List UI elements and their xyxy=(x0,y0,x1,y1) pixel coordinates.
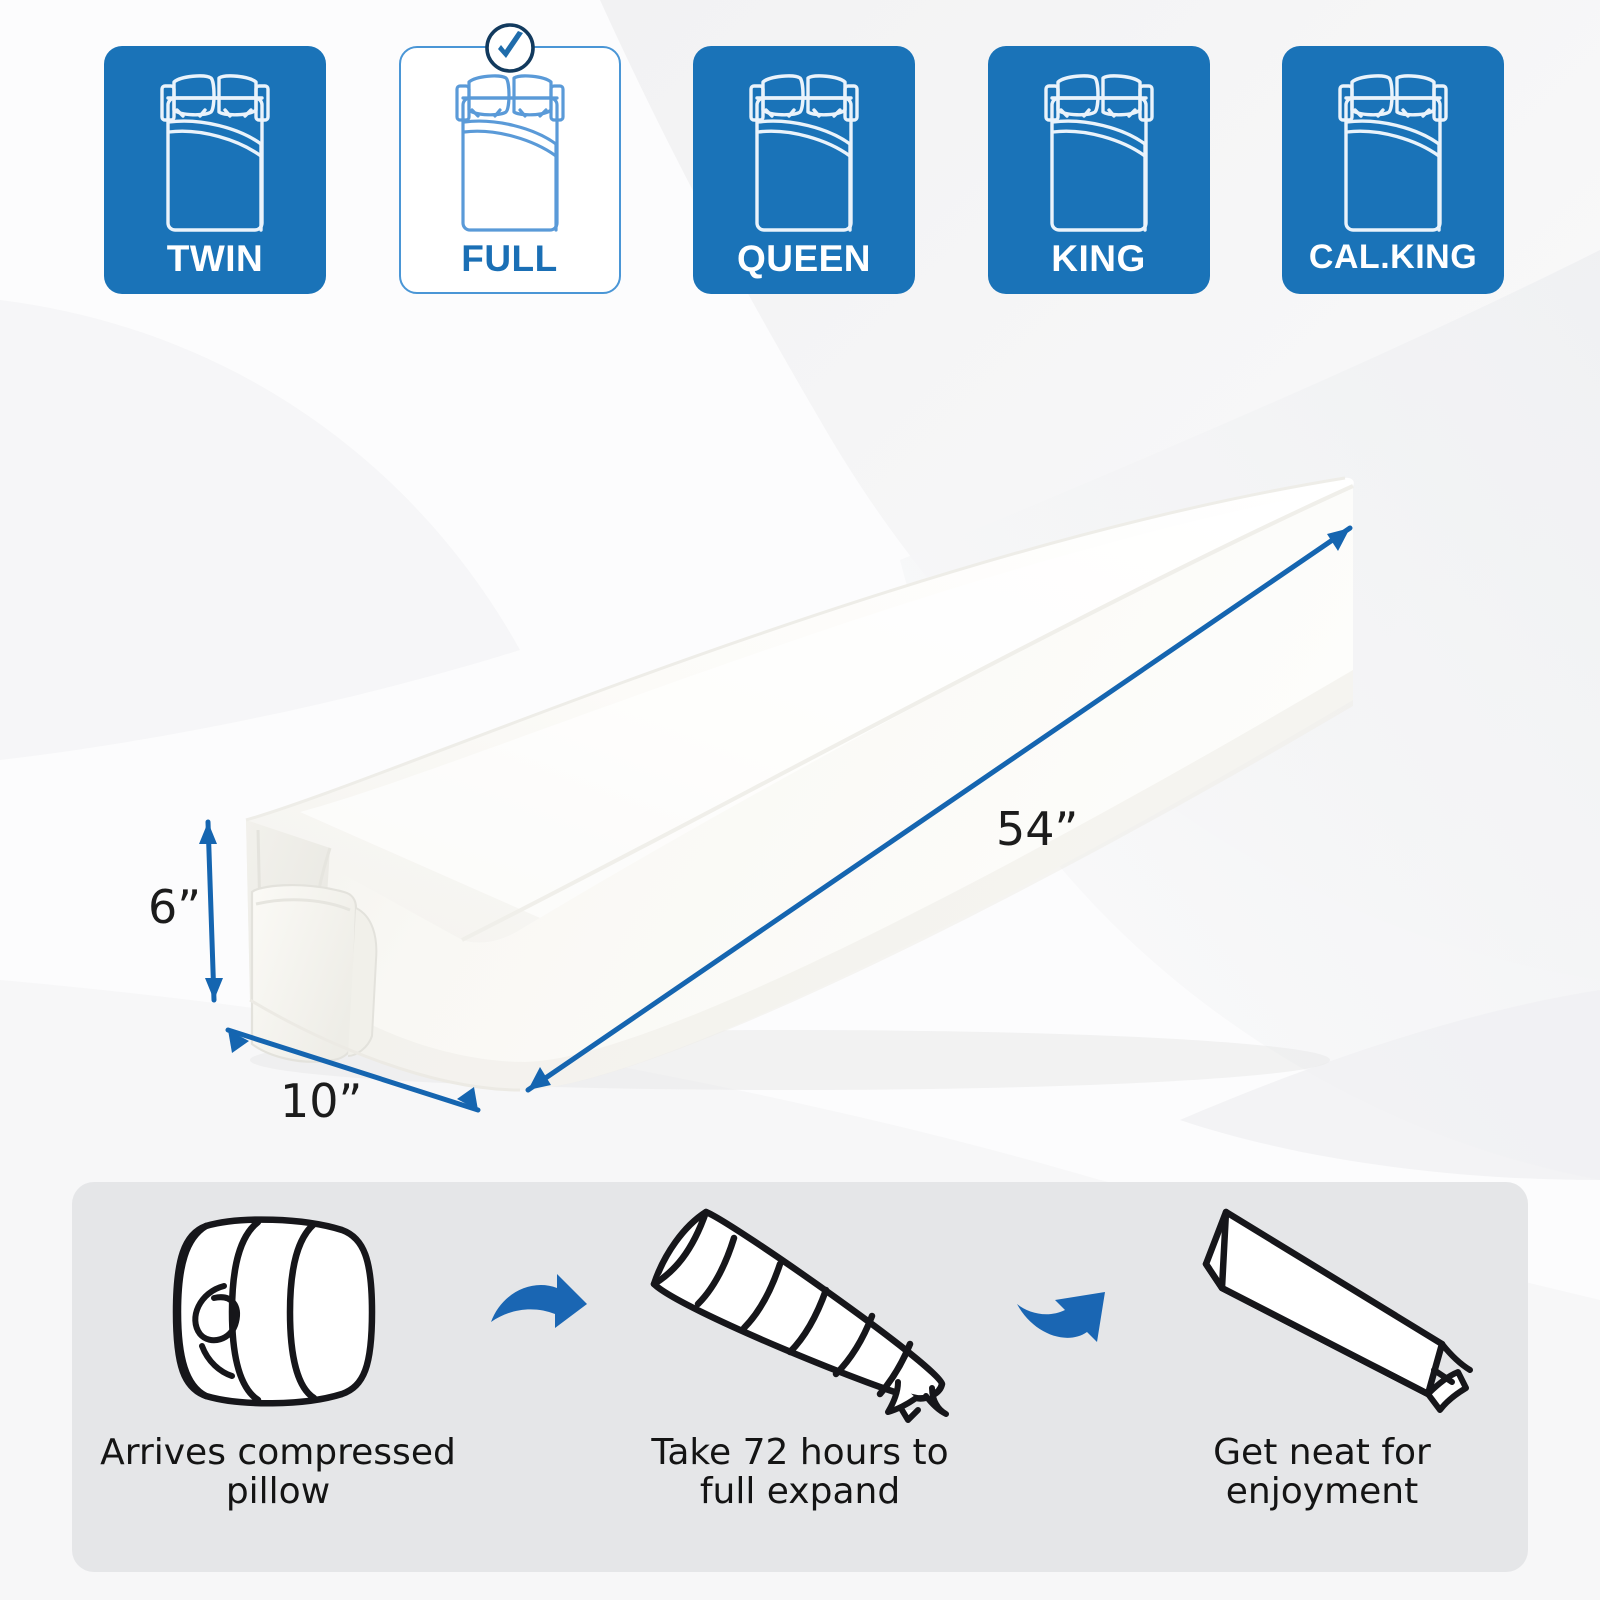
product-hero xyxy=(0,300,1600,1160)
instruction-step-caption: Get neat for enjoyment xyxy=(1213,1432,1431,1512)
expanding-pillow-icon xyxy=(640,1182,960,1430)
bed-icon xyxy=(1043,74,1154,232)
size-option-full[interactable]: FULL xyxy=(398,23,621,294)
size-option-label: TWIN xyxy=(166,238,264,279)
rolled-pillow-icon xyxy=(128,1182,428,1430)
instruction-step: Arrives compressed pillow xyxy=(72,1182,484,1572)
instruction-panel: Arrives compressed pillow xyxy=(72,1182,1528,1572)
size-option-twin[interactable]: TWIN xyxy=(104,46,326,294)
instruction-step: Get neat for enjoyment xyxy=(1116,1182,1528,1572)
instruction-step: Take 72 hours to full expand xyxy=(594,1182,1006,1572)
dimension-width-label: 10” xyxy=(280,1074,363,1128)
curved-arrow-up-icon xyxy=(1006,1182,1116,1572)
size-option-label: FULL xyxy=(461,238,558,279)
wedge-pillow-icon xyxy=(1162,1182,1482,1430)
size-option-label: KING xyxy=(1051,238,1146,279)
size-option-king[interactable]: KING xyxy=(987,46,1210,294)
size-option-label: CAL.KING xyxy=(1308,238,1478,276)
size-selector[interactable]: TWIN xyxy=(104,23,1504,298)
curved-arrow-right-icon xyxy=(484,1182,594,1572)
size-option-queen[interactable]: QUEEN xyxy=(693,46,915,294)
size-option-cal-king[interactable]: CAL.KING xyxy=(1282,46,1504,294)
dimension-length-label: 54” xyxy=(996,802,1079,856)
bed-icon xyxy=(454,74,565,232)
dimension-height-label: 6” xyxy=(148,880,202,934)
check-icon xyxy=(484,23,535,73)
instruction-step-caption: Arrives compressed pillow xyxy=(100,1432,456,1512)
bed-icon xyxy=(160,74,270,232)
bed-icon xyxy=(1338,74,1448,232)
size-option-label: QUEEN xyxy=(736,238,872,279)
instruction-step-caption: Take 72 hours to full expand xyxy=(651,1432,949,1512)
bed-icon xyxy=(749,74,859,232)
